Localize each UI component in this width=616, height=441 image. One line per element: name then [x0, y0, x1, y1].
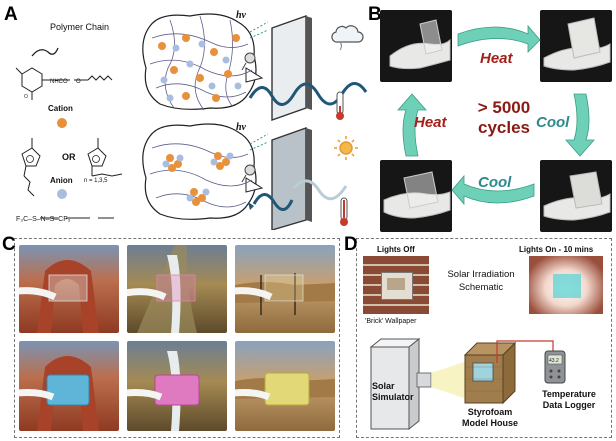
light-wave-blocked: [292, 179, 348, 201]
svg-text:NHCO: NHCO: [50, 79, 68, 85]
window-pane-opaque: [271, 127, 312, 231]
gel-bubble-bottom: [142, 123, 264, 220]
photo-arch-blue: [19, 341, 119, 431]
panel-b-arrows: [397, 24, 595, 206]
photo-desert-clear: [235, 245, 335, 333]
cation-ball: [57, 118, 67, 128]
photo-initial-clear: [380, 10, 452, 82]
gel-bubble-top: [142, 13, 264, 111]
lights-on-photo: [529, 256, 603, 314]
photo-arch-clear: [19, 245, 119, 333]
solar-irradiation-line2: Schematic: [458, 282, 504, 293]
photo-heated-top: [540, 10, 612, 82]
panel-b: Heat Heat Cool Cool > 5000 cycles: [378, 10, 614, 235]
or-label: OR: [62, 152, 76, 162]
anion-label: Anion: [50, 176, 73, 185]
svg-text:O: O: [24, 94, 28, 100]
brick-wallpaper-photo: [363, 256, 429, 314]
arrow-right-down: [565, 93, 595, 157]
panel-c: [14, 238, 340, 438]
anion-ball: [57, 189, 67, 199]
solar-simulator-line2: Simulator: [372, 392, 414, 402]
cycles-line2: cycles: [478, 118, 530, 137]
n-values-label: n = 1,3,5: [84, 178, 108, 184]
magnifier-icon: [241, 52, 256, 71]
cation-particles-top: [158, 34, 240, 102]
data-logger-device: [544, 350, 566, 384]
logger-line2: Data Logger: [542, 400, 596, 410]
monomer-structure: [15, 67, 113, 100]
svg-text:O: O: [76, 79, 81, 85]
arrow-top-right: [457, 24, 541, 53]
panel-a-label: A: [4, 4, 18, 25]
panel-c-label: C: [2, 234, 16, 255]
model-house-box: [463, 341, 517, 405]
hv-label-top: hv: [236, 10, 246, 21]
photo-desert-yellow: [235, 341, 335, 431]
arrow-bottom-left: [451, 174, 535, 206]
sun-rays-top: [249, 21, 269, 39]
cation-structure-right: [87, 138, 123, 177]
solar-simulator-box: [369, 337, 432, 431]
sun-icon: [334, 136, 358, 160]
photo-waterfall-pink: [127, 341, 227, 431]
cation-structure-left: [21, 138, 41, 197]
anion-particles-top: [160, 40, 242, 102]
lights-off-label: Lights Off: [377, 245, 415, 254]
logger-reading: 43.2: [549, 358, 559, 364]
photo-cooled-left: [380, 160, 452, 232]
arrow-left-up: [397, 93, 427, 157]
light-wave-passing: [248, 82, 368, 106]
thermometer-low-icon: [336, 91, 344, 120]
panel-d-label: D: [344, 234, 358, 255]
panel-b-label: B: [368, 4, 382, 25]
solar-irradiation-line1: Solar Irradiation: [447, 269, 515, 280]
heat-label-left: Heat: [414, 114, 447, 131]
hv-label-bottom: hv: [236, 122, 246, 133]
cycles-line1: > 5000: [477, 98, 531, 117]
panel-d-setup: 43.2: [369, 337, 566, 431]
cation-label: Cation: [48, 104, 73, 113]
solar-simulator-line1: Solar: [372, 381, 395, 391]
thermometer-high-icon: [340, 197, 348, 226]
panel-d: Lights Off Lights On - 10 mins 'Brick' W…: [356, 238, 612, 438]
svg-text:F₃C–S–N–S–CF₃: F₃C–S–N–S–CF₃: [16, 216, 70, 223]
panel-a-drawing: O NHCO O F₃C–S–N–S–CF₃: [15, 13, 368, 231]
light-beam: [431, 361, 467, 399]
cloud-icon: [331, 25, 364, 51]
cation-clusters-bottom: [166, 152, 230, 206]
house-pattern: [465, 366, 503, 392]
sun-rays-bottom: [249, 133, 269, 151]
model-house-line2: Model House: [461, 418, 518, 428]
photo-waterfall-clear: [127, 245, 227, 333]
light-wave-reflected: [252, 193, 294, 211]
panel-a: O NHCO O F₃C–S–N–S–CF₃: [10, 8, 370, 231]
polymer-chain-line: [31, 47, 59, 57]
cool-label-bottom: Cool: [478, 174, 512, 191]
brick-wallpaper-label: 'Brick' Wallpaper: [365, 318, 417, 325]
logger-line1: Temperature: [542, 389, 596, 399]
heat-label-top: Heat: [480, 50, 513, 67]
lights-on-label: Lights On - 10 mins: [519, 245, 594, 254]
cool-label-right: Cool: [536, 114, 570, 131]
model-house-line1: Styrofoam: [467, 407, 513, 417]
photo-heated-bottom: [540, 160, 612, 232]
anion-clusters-bottom: [162, 152, 234, 202]
thermocouple-wire: [496, 340, 554, 363]
magnifier-icon: [241, 164, 256, 183]
polymer-chain-label: Polymer Chain: [50, 22, 110, 32]
